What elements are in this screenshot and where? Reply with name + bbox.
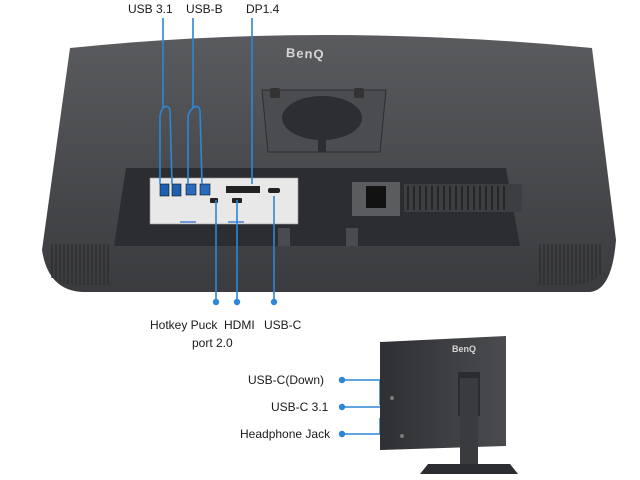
leader-dots	[212, 298, 346, 438]
monitor-side-view	[380, 336, 518, 474]
stand-mount	[261, 88, 387, 153]
label-usbc: USB-C	[264, 318, 302, 332]
brand-logo: BenQ	[285, 44, 326, 63]
brand-logo-small: BenQ	[452, 344, 477, 354]
io-recess	[114, 168, 522, 246]
label-hdmi: HDMI	[224, 318, 255, 332]
label-hotkey-puck: Hotkey Puck	[150, 318, 218, 332]
label-hotkey-port: port 2.0	[192, 336, 233, 350]
label-usb31: USB 3.1	[128, 2, 173, 16]
label-dp14: DP1.4	[246, 2, 280, 16]
label-usbc31: USB-C 3.1	[271, 400, 329, 414]
label-usbb: USB-B	[186, 2, 223, 16]
label-usbc-down: USB-C(Down)	[248, 373, 325, 387]
label-headphone-jack: Headphone Jack	[240, 427, 331, 441]
monitor-back-panel	[42, 35, 616, 292]
